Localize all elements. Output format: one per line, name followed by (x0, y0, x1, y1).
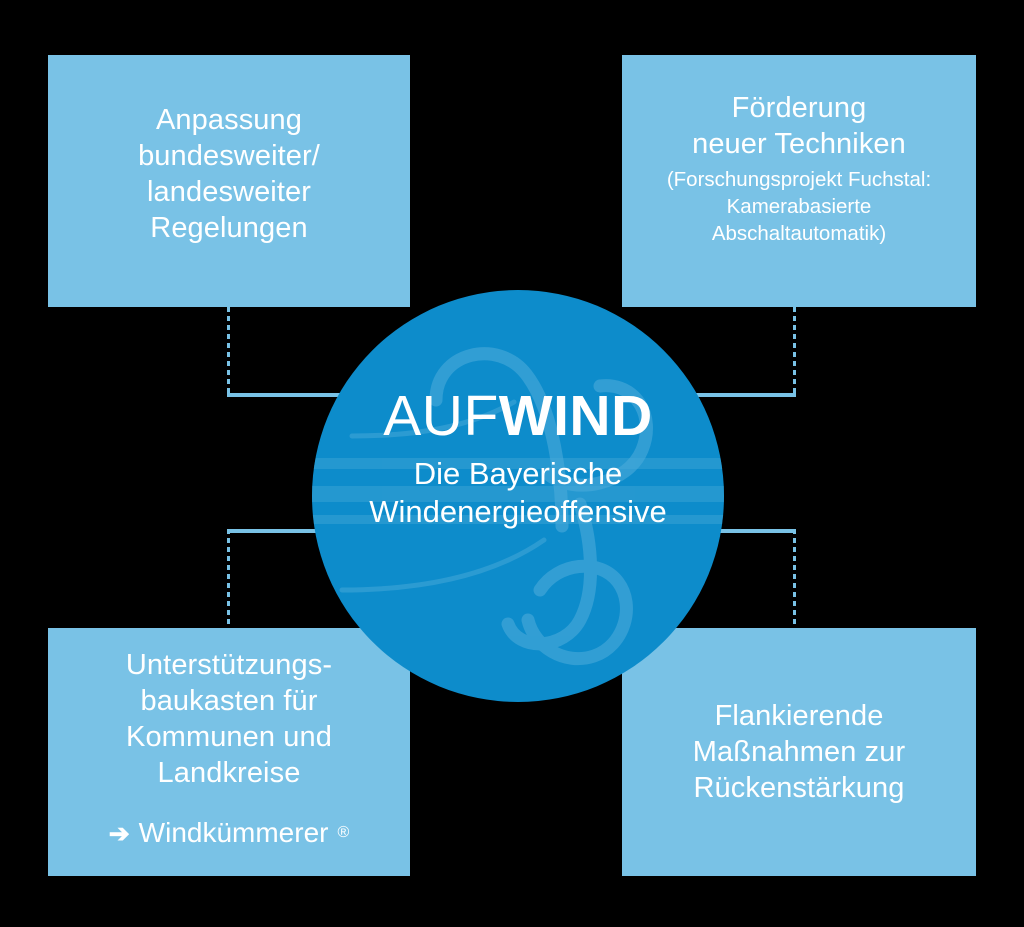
connector-bottom-left-vertical (227, 529, 230, 629)
aufwind-wordmark: AUFWIND (312, 386, 724, 446)
aufwind-wordmark-light: AUF (383, 384, 499, 448)
box-flankierende-massnahmen-title: Flankierende Maßnahmen zur Rückenstärkun… (692, 700, 906, 804)
connector-bottom-left-horizontal (227, 529, 351, 533)
box-foerderung-techniken-subtitle: (Forschungsprojekt Fuchstal: Kamerabasie… (666, 167, 932, 245)
box-anpassung-regelungen[interactable]: Anpassung bundesweiter/ landesweiter Reg… (48, 55, 410, 307)
connector-top-right-vertical (793, 307, 796, 397)
aufwind-logo: AUFWIND Die Bayerische Windenergieoffens… (312, 386, 724, 531)
connector-top-right-horizontal (672, 393, 796, 397)
box-unterstuetzungsbaukasten[interactable]: Unterstützungs- baukasten für Kommunen u… (48, 628, 410, 876)
box-unterstuetzungsbaukasten-title: Unterstützungs- baukasten für Kommunen u… (125, 649, 333, 789)
box-anpassung-regelungen-title: Anpassung bundesweiter/ landesweiter Reg… (138, 104, 320, 244)
aufwind-tagline: Die Bayerische Windenergieoffensive (369, 456, 667, 529)
wind-swirl-decoration (312, 347, 724, 666)
link-windkuemmerer[interactable]: ➔ Windkümmerer ® (109, 817, 350, 849)
box-foerderung-techniken-title: Förderung neuer Techniken (692, 91, 906, 160)
connector-bottom-right-vertical (793, 529, 796, 629)
link-windkuemmerer-label: Windkümmerer (138, 817, 329, 848)
registered-trademark-icon: ® (337, 824, 350, 841)
connector-top-left-horizontal (227, 393, 351, 397)
connector-bottom-right-horizontal (672, 529, 796, 533)
box-flankierende-massnahmen[interactable]: Flankierende Maßnahmen zur Rückenstärkun… (622, 628, 976, 876)
box-foerderung-techniken[interactable]: Förderung neuer Techniken (Forschungspro… (622, 55, 976, 307)
aufwind-logo-circle[interactable]: AUFWIND Die Bayerische Windenergieoffens… (312, 290, 724, 702)
arrow-right-icon: ➔ (108, 819, 130, 848)
aufwind-wordmark-bold: WIND (498, 384, 653, 448)
connector-top-left-vertical (227, 307, 230, 397)
